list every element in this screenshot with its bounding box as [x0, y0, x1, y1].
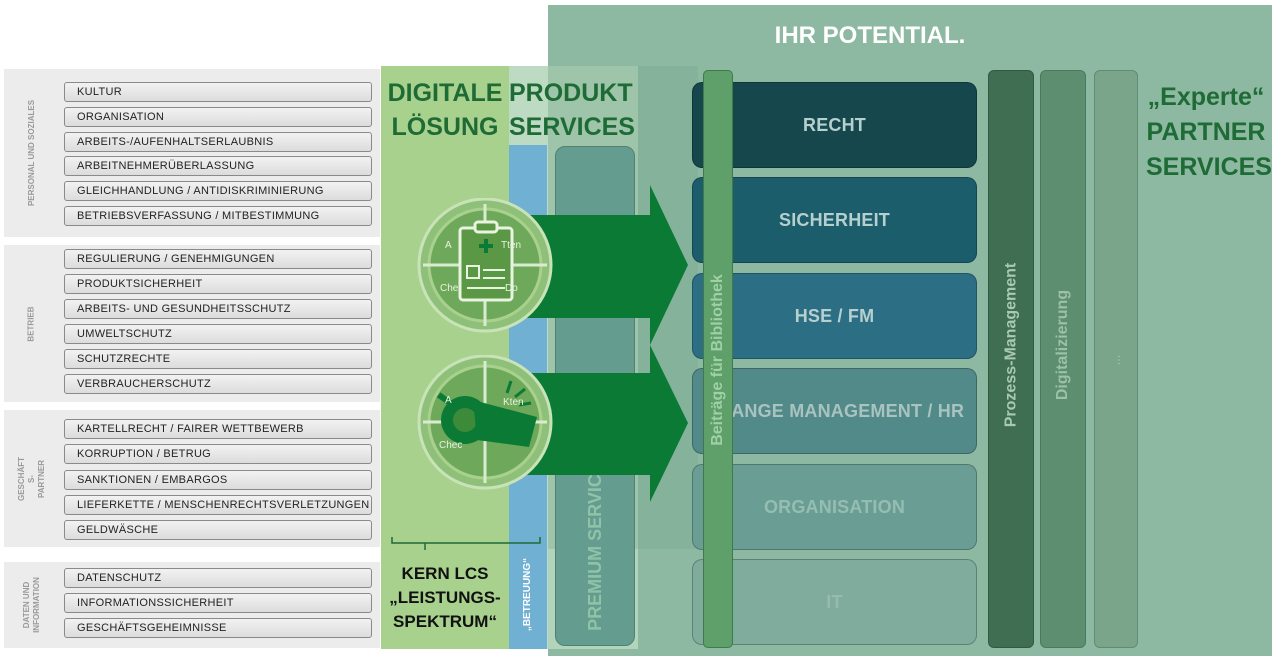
ellipsis-bar [1094, 70, 1138, 648]
list-item: LIEFERKETTE / MENSCHENRECHTSVERLETZUNGEN [64, 495, 372, 515]
block-it: IT [692, 559, 977, 645]
arrows [520, 185, 688, 502]
bibliothek-label: Beiträge für Bibliothek [709, 274, 727, 446]
kern-line3: SPEKTRUM“ [393, 612, 497, 631]
list-item: GESCHÄFTSGEHEIMNISSE [64, 618, 372, 638]
category-label: GESCHÄFT S- PARTNER [17, 456, 46, 501]
digital-title: DIGITALE LÖSUNG [381, 76, 509, 144]
icon-label: Che [440, 283, 459, 294]
list-item: ORGANISATION [64, 107, 372, 127]
ellipsis-label: … [1110, 354, 1122, 366]
list-item: PRODUKTSICHERHEIT [64, 274, 372, 294]
category-label: PERSONAL UND SOZIALES [27, 99, 36, 207]
icon-label: Do [505, 283, 518, 294]
digitalizierung-label: Digitalizierung [1054, 289, 1072, 401]
block-change: CHANGE MANAGEMENT / HR [692, 368, 977, 454]
list-item: BETRIEBSVERFASSUNG / MITBESTIMMUNG [64, 206, 372, 226]
category-label: DATEN UND INFORMATION [22, 577, 41, 633]
prozess-label: Prozess-Management [1002, 262, 1019, 428]
icon-label: Tten [501, 240, 521, 251]
block-hse: HSE / FM [692, 273, 977, 359]
icon-label: Kten [503, 397, 524, 408]
icon-label: A [445, 240, 452, 251]
list-item: INFORMATIONSSICHERHEIT [64, 593, 372, 613]
bibliothek-bar [703, 70, 733, 648]
list-item: ARBEITS- UND GESUNDHEITSSCHUTZ [64, 299, 372, 319]
list-item: GELDWÄSCHE [64, 520, 372, 540]
arrow-upper [520, 185, 688, 345]
list-item: REGULIERUNG / GENEHMIGUNGEN [64, 249, 372, 269]
kern-line1: KERN LCS [401, 564, 489, 583]
produkt-title-line1: PRODUKT [509, 79, 633, 107]
whistle-icon: A Kten Chec [417, 355, 553, 490]
list-item: ARBEITS-/AUFENHALTSERLAUBNIS [64, 132, 372, 152]
list-item: ARBEITNEHMERÜBERLASSUNG [64, 156, 372, 176]
list-item: SCHUTZRECHTE [64, 349, 372, 369]
kern-bracket [391, 537, 541, 550]
produkt-title: PRODUKT SERVICES [509, 76, 635, 144]
list-item: KARTELLRECHT / FAIRER WETTBEWERB [64, 419, 372, 439]
arrow-lower [520, 345, 688, 502]
block-sicherheit: SICHERHEIT [692, 177, 977, 263]
bibliothek-label-box: Beiträge für Bibliothek [703, 260, 733, 460]
experte-line1: „Experte“ [1147, 83, 1265, 111]
list-item: KORRUPTION / BETRUG [64, 444, 372, 464]
digital-title-line2: LÖSUNG [391, 113, 499, 141]
kern-lcs-label: KERN LCS „LEISTUNGS- SPEKTRUM“ [381, 562, 509, 634]
list-item: VERBRAUCHERSCHUTZ [64, 374, 372, 394]
list-item: DATENSCHUTZ [64, 568, 372, 588]
list-item: KULTUR [64, 82, 372, 102]
prozess-label-box: Prozess-Management [988, 260, 1034, 430]
block-recht: RECHT [692, 82, 977, 168]
prozess-bar [988, 70, 1034, 648]
list-item: GLEICHHANDLUNG / ANTIDISKRIMINIERUNG [64, 181, 372, 201]
experte-line2: PARTNER [1146, 118, 1266, 146]
icon-label: Chec [439, 440, 462, 451]
checklist-icon: A Tten Che Do [417, 198, 553, 333]
list-item: SANKTIONEN / EMBARGOS [64, 470, 372, 490]
digital-title-line1: DIGITALE [387, 79, 503, 107]
digitalizierung-bar [1040, 70, 1086, 648]
produkt-title-line2: SERVICES [509, 113, 635, 141]
category-label: BETRIEB [27, 305, 36, 342]
experte-line3: SERVICES [1146, 153, 1272, 181]
icon-label: A [445, 395, 452, 406]
betreuung-label-box: „BETREUUNG“ [509, 548, 547, 640]
kern-line2: „LEISTUNGS- [389, 588, 501, 607]
page-title: IHR POTENTIAL. [774, 22, 966, 49]
betreuung-label: „BETREUUNG“ [522, 557, 534, 631]
ellipsis-label-box: … [1094, 340, 1138, 380]
block-organisation: ORGANISATION [692, 464, 977, 550]
digitalizierung-label-box: Digitalizierung [1040, 280, 1086, 410]
experte-title: „Experte“ PARTNER SERVICES [1146, 80, 1272, 185]
list-item: UMWELTSCHUTZ [64, 324, 372, 344]
